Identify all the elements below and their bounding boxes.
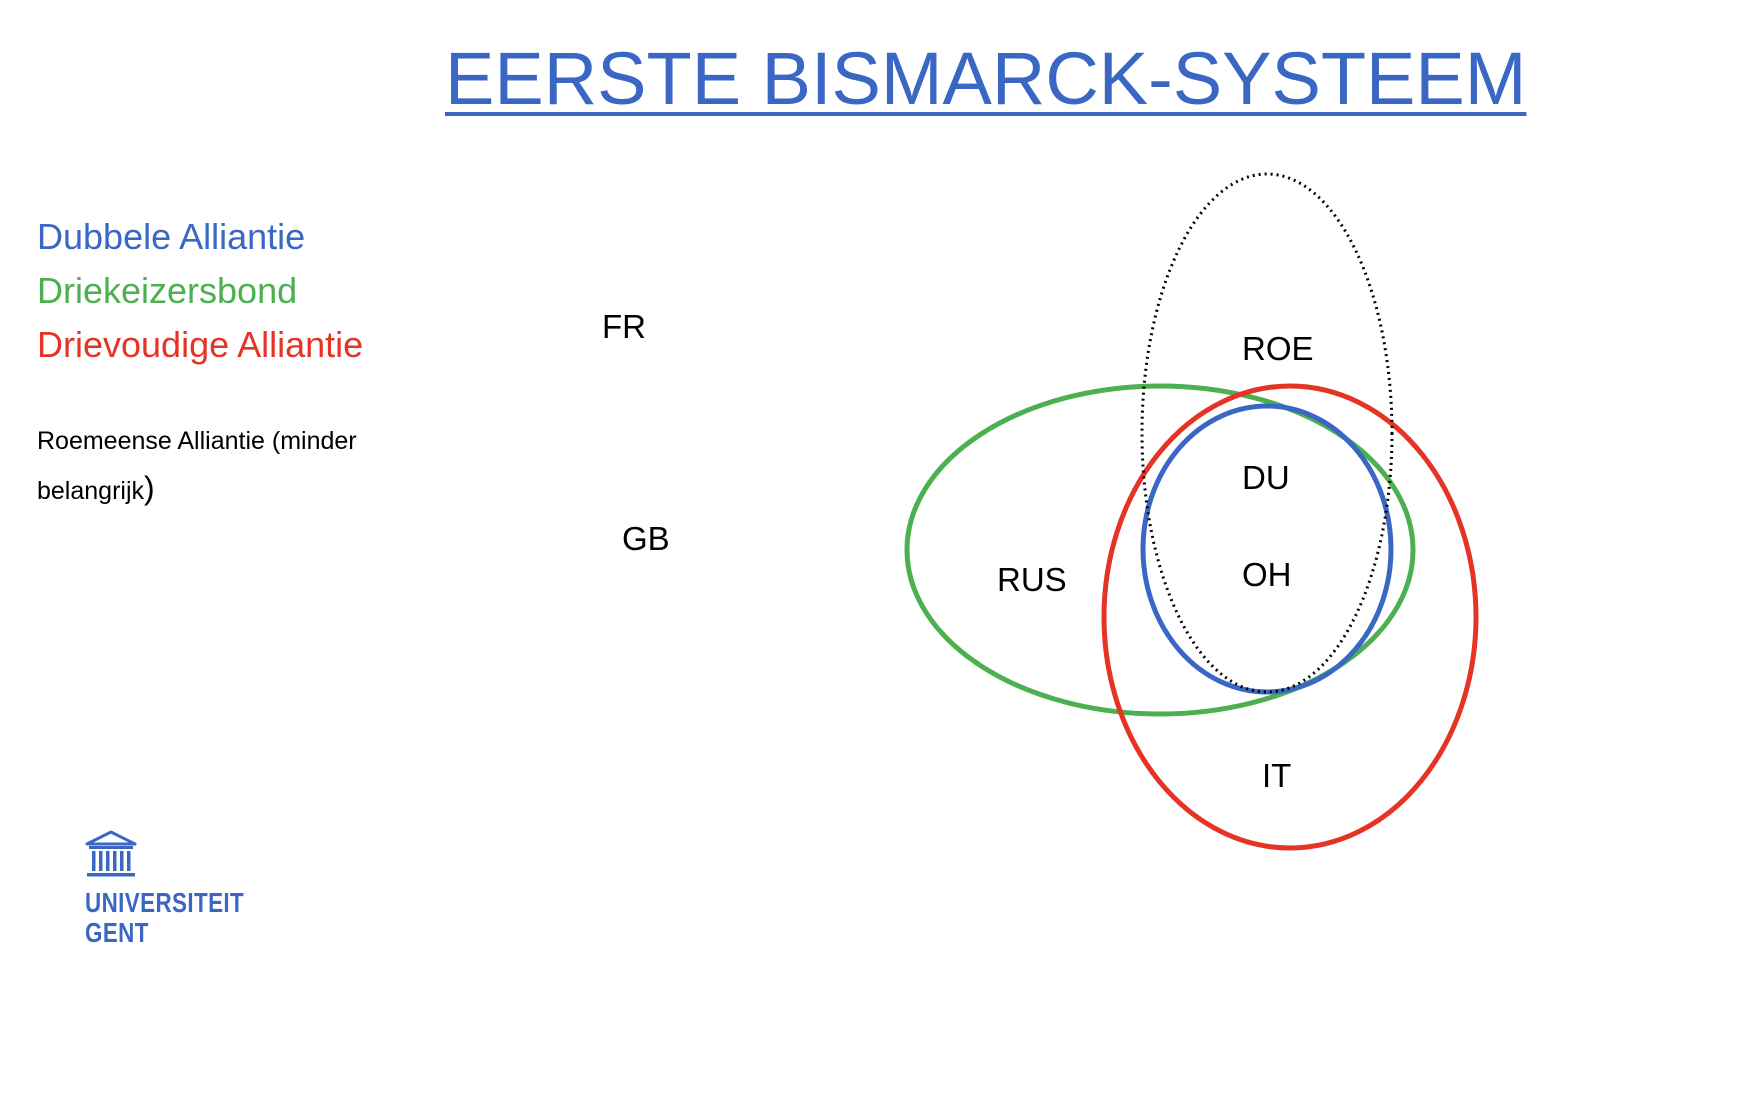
page-title: EERSTE BISMARCK-SYSTEEM xyxy=(445,37,1527,120)
country-label-oh: OH xyxy=(1242,556,1292,593)
country-label-it: IT xyxy=(1262,757,1291,794)
country-label-rus: RUS xyxy=(997,561,1067,598)
driekeizersbond-ellipse xyxy=(904,383,1416,717)
legend-note-text: Roemeense Alliantie (minder belangrijk xyxy=(37,427,357,505)
country-label-du: DU xyxy=(1242,459,1290,496)
legend-item-drievoudige-alliantie: Drievoudige Alliantie xyxy=(37,324,364,365)
university-logo: UNIVERSITEIT GENT xyxy=(85,830,284,948)
country-label-gb: GB xyxy=(622,520,670,557)
legend-item-driekeizersbond: Driekeizersbond xyxy=(37,270,298,311)
logo-line-gent: GENT xyxy=(85,917,149,948)
drievoudige-alliantie-ellipse xyxy=(1101,383,1479,851)
legend: Dubbele Alliantie Driekeizersbond Drievo… xyxy=(37,210,363,372)
building-columns-icon xyxy=(85,830,137,877)
legend-note-paren: ) xyxy=(144,470,155,506)
legend-item-dubbele-alliantie: Dubbele Alliantie xyxy=(37,216,306,257)
legend-note-roemeense-alliantie: Roemeense Alliantie (minder belangrijk) xyxy=(37,418,417,515)
country-label-roe: ROE xyxy=(1242,330,1314,367)
logo-line-universiteit: UNIVERSITEIT xyxy=(85,887,245,918)
dubbele-alliantie-ellipse xyxy=(1140,403,1394,695)
country-label-fr: FR xyxy=(602,308,646,345)
roemeense-alliantie-ellipse xyxy=(1140,172,1394,694)
